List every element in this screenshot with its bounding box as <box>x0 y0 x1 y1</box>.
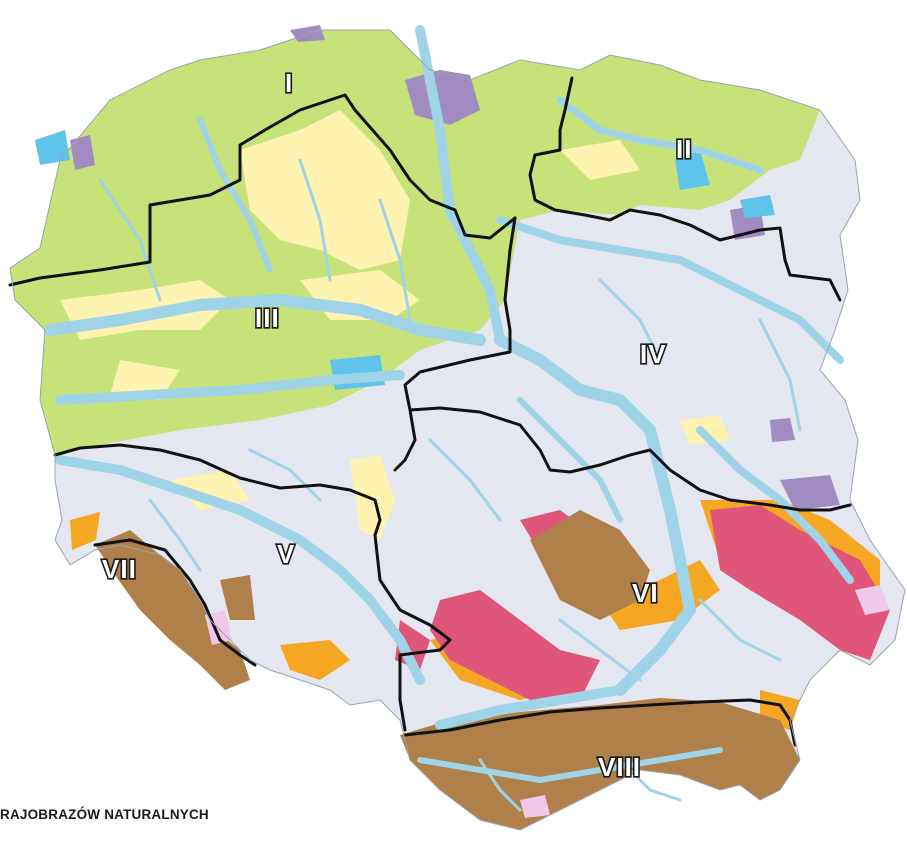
region-label-VIII: VIII <box>598 752 641 782</box>
country-border <box>9 29 906 831</box>
border-III-IV <box>393 216 517 472</box>
mountains-foothills <box>95 510 800 830</box>
region-label-VI: VI <box>632 578 659 608</box>
river-tributaries <box>98 158 802 812</box>
border-V-VII <box>93 538 257 667</box>
map-caption: RAJOBRAZÓW NATURALNYCH <box>0 807 209 822</box>
region-label-I: I <box>285 68 293 98</box>
sandy-plains <box>60 110 640 400</box>
region-label-VII: VII <box>102 554 137 584</box>
border-I-III <box>8 93 517 287</box>
region-label-II: II <box>676 134 692 164</box>
border-I-II <box>528 76 842 302</box>
region-label-III: III <box>255 303 280 333</box>
region-borders <box>8 76 852 747</box>
border-IV-VI <box>408 406 852 512</box>
region-label-V: V <box>277 539 295 569</box>
border-V-VI <box>373 533 452 732</box>
border-VI-VIII <box>403 698 797 747</box>
border-III-V <box>53 443 382 537</box>
region-label-IV: IV <box>640 339 667 369</box>
river-valleys <box>44 25 854 783</box>
lakes <box>35 130 775 390</box>
